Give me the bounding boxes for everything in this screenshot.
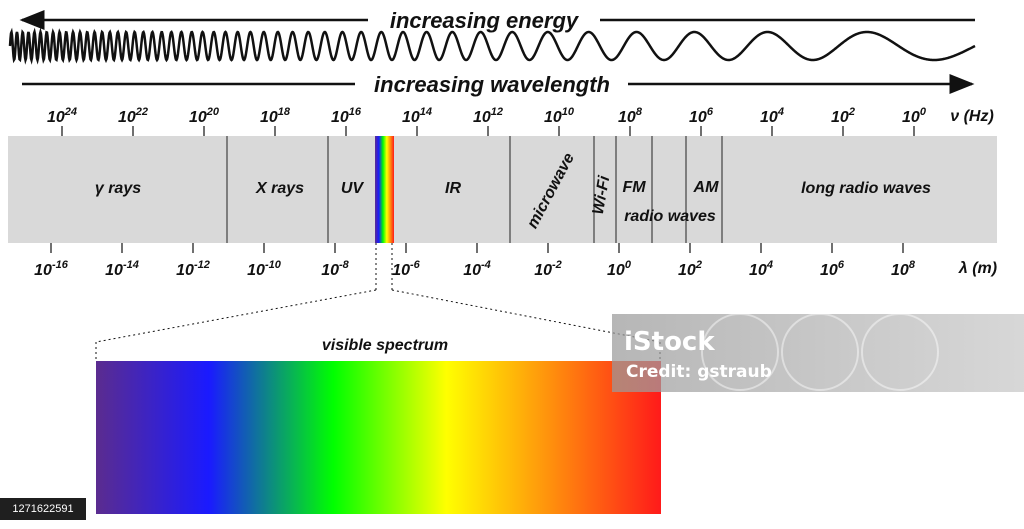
wavelength-tick-label: 10-16 (34, 259, 69, 279)
frequency-tick-label: 1018 (260, 106, 291, 126)
frequency-tick-label: 106 (689, 106, 714, 126)
region-wifi: Wi-Fi (590, 174, 614, 216)
energy-label: increasing energy (390, 8, 580, 33)
frequency-axis: 1024 1022 1020 1018 1016 1014 1012 1010 108 106 10… (47, 106, 927, 136)
region-xray: X rays (255, 180, 304, 197)
wavelength-tick-label: 10-6 (392, 259, 420, 279)
wavelength-tick-label: 104 (749, 259, 773, 279)
frequency-tick-label: 102 (831, 106, 855, 126)
region-fm: FM (622, 179, 646, 196)
spectrum-band (8, 136, 997, 243)
visible-spectrum-bar (96, 361, 661, 514)
visible-spectrum-label: visible spectrum (322, 337, 448, 354)
region-ir: IR (445, 180, 461, 197)
wavelength-tick-label: 10-8 (321, 259, 349, 279)
wavelength-tick-label: 10-14 (105, 259, 139, 279)
wavelength-tick-label: 10-10 (247, 259, 282, 279)
watermark-brand: iStock (624, 327, 715, 357)
frequency-tick-label: 1012 (473, 106, 503, 126)
frequency-unit-label: ν (Hz) (950, 108, 994, 125)
wavelength-label: increasing wavelength (374, 72, 610, 97)
wavelength-tick-label: 108 (891, 259, 916, 279)
frequency-tick-label: 108 (618, 106, 643, 126)
frequency-tick-label: 1016 (331, 106, 362, 126)
wavelength-axis: 10-16 10-14 10-12 10-10 10-8 10-6 10-4 10-2 100 1… (34, 243, 916, 279)
visible-band-strip (375, 136, 394, 243)
wavelength-tick-label: 10-2 (534, 259, 562, 279)
watermark-circles-icon (701, 313, 939, 391)
wavelength-tick-label: 106 (820, 259, 845, 279)
wavelength-tick-label: 10-12 (176, 259, 210, 279)
region-dividers (226, 136, 723, 243)
frequency-tick-label: 1024 (47, 106, 77, 126)
region-gamma: γ rays (95, 180, 141, 197)
wavelength-unit-label: λ (m) (958, 260, 997, 277)
frequency-tick-label: 1022 (118, 106, 148, 126)
frequency-tick-label: 100 (902, 106, 927, 126)
projection-line-left-diag (95, 289, 377, 343)
wavelength-tick-label: 100 (607, 259, 632, 279)
region-long-radio: long radio waves (801, 180, 931, 197)
wave-icon (8, 27, 976, 65)
frequency-tick-label: 1010 (544, 106, 575, 126)
projection-line-right-diag (391, 289, 661, 343)
watermark: iStock Credit: gstraub (612, 313, 1024, 392)
frequency-tick-label: 1020 (189, 106, 220, 126)
region-radio-waves: radio waves (624, 208, 716, 225)
stock-id-badge: 1271622591 (0, 498, 86, 520)
watermark-credit: Credit: gstraub (626, 362, 772, 382)
wavelength-tick-label: 102 (678, 259, 702, 279)
frequency-tick-label: 1014 (402, 106, 432, 126)
wavelength-tick-label: 10-4 (463, 259, 491, 279)
watermark-panel (612, 314, 1024, 392)
region-am: AM (693, 179, 720, 196)
frequency-tick-label: 104 (760, 106, 784, 126)
region-uv: UV (341, 180, 365, 197)
